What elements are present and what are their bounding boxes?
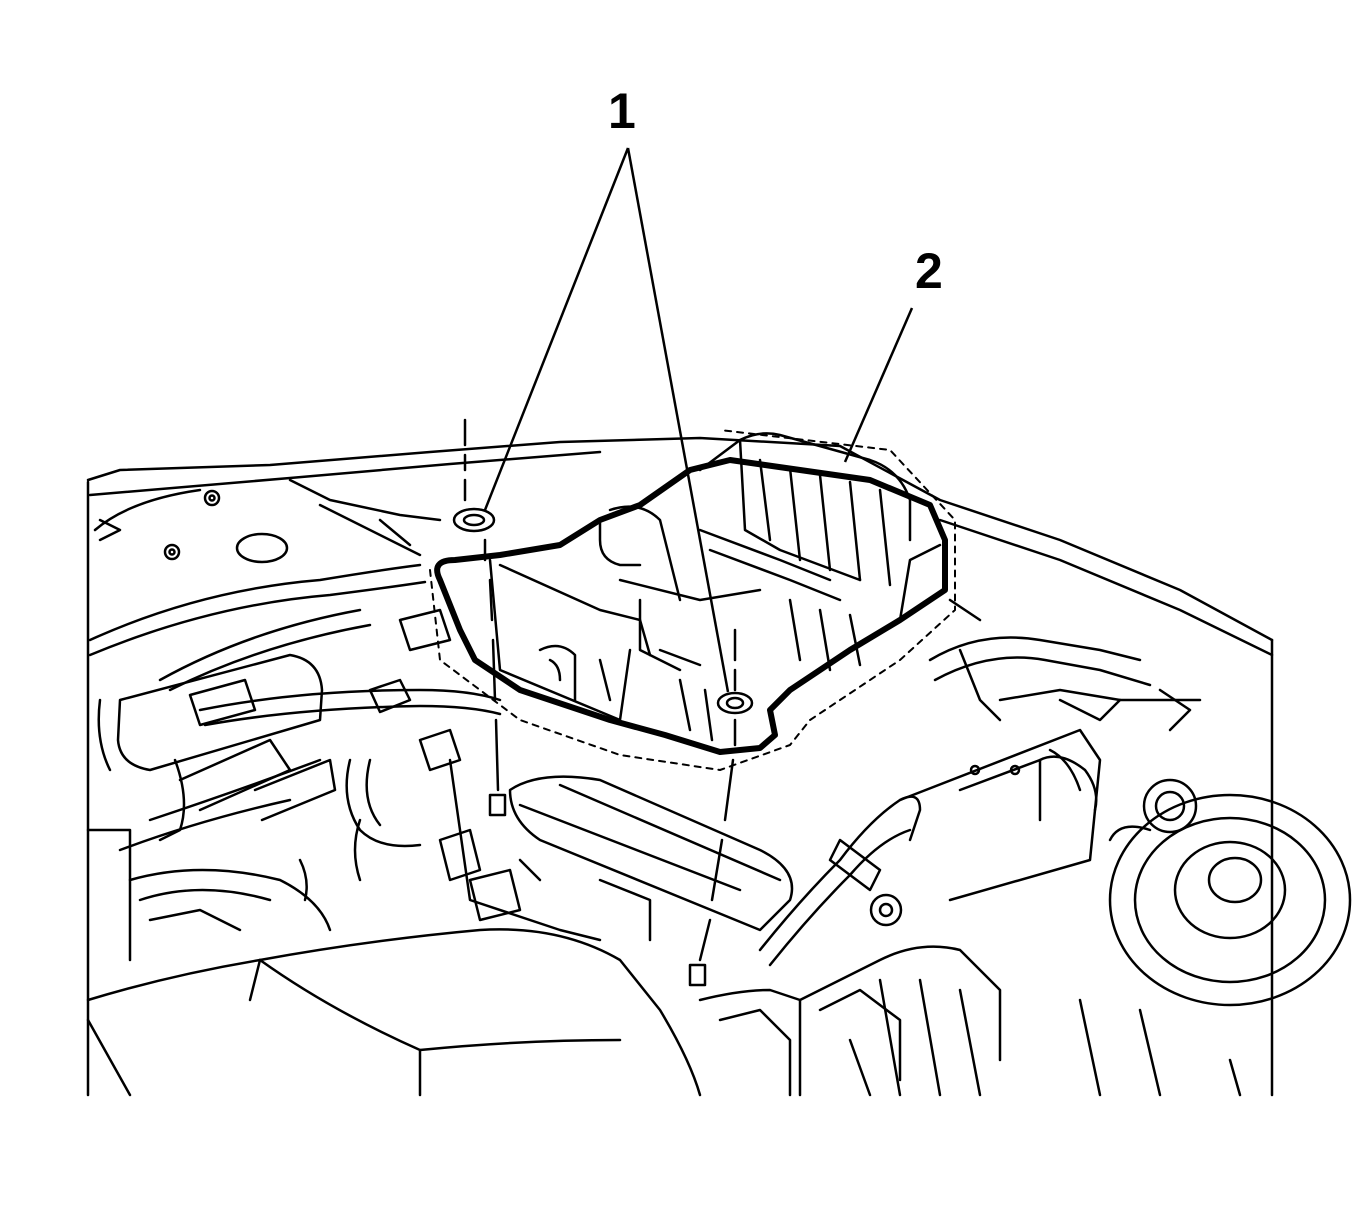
callout-label-1: 1	[608, 83, 636, 139]
right-hose	[928, 598, 1202, 732]
leader-lines	[483, 147, 914, 693]
callout-label-2: 2	[915, 243, 943, 299]
right-panel	[898, 728, 1102, 902]
tray-base	[448, 758, 794, 942]
cowl-panel	[86, 436, 1274, 1097]
right-harness	[698, 795, 1002, 1097]
left-lower-body	[86, 758, 422, 962]
battery-tray	[434, 432, 948, 755]
left-mount-stud	[452, 418, 507, 817]
center-connectors	[353, 608, 542, 922]
right-mount-stud	[688, 628, 754, 987]
leader-line-1b	[626, 147, 730, 693]
left-canister	[97, 653, 337, 842]
strut-tower	[1078, 778, 1352, 1097]
air-intake-duct	[86, 928, 702, 1097]
tray-dashed-outline	[429, 429, 956, 771]
leader-line-1a	[483, 147, 630, 511]
leader-line-2	[843, 307, 914, 463]
